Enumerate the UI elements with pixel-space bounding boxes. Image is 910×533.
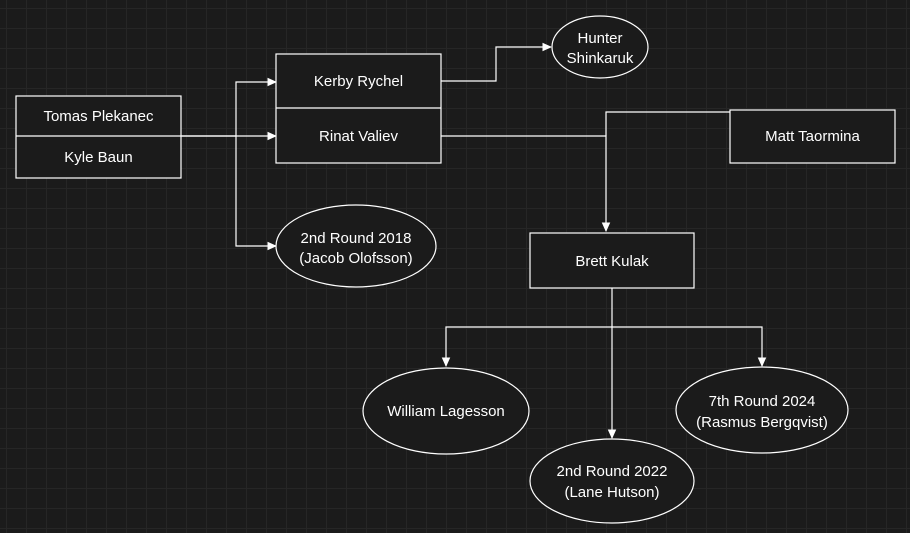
node-brett-kulak-box [529, 232, 695, 289]
node-2nd-round-2022[interactable]: 2nd Round 2022 (Lane Hutson) [529, 438, 695, 524]
node-2nd-round-2018-shape [275, 204, 437, 288]
node-tomas-plekanec: Tomas Plekanec [43, 108, 154, 125]
node-plekanec-baun-box [15, 95, 182, 179]
node-kyle-baun: Kyle Baun [64, 149, 132, 166]
node-2nd-round-2018-line1: 2nd Round 2018 [301, 230, 412, 247]
node-william-lagesson-label: William Lagesson [387, 403, 505, 420]
node-2nd-round-2022-line2: (Lane Hutson) [564, 484, 659, 501]
node-kerby-rychel: Kerby Rychel [314, 73, 403, 90]
node-brett-kulak[interactable]: Brett Kulak [529, 232, 695, 289]
edge-kulak-to-2024-pick [612, 326, 767, 367]
node-matt-taormina-box [729, 109, 896, 164]
node-hunter-shinkaruk-shape [551, 15, 649, 79]
node-7th-round-2024[interactable]: 7th Round 2024 (Rasmus Bergqvist) [675, 366, 849, 454]
node-7th-round-2024-shape [675, 366, 849, 454]
node-rychel-valiev[interactable]: Kerby Rychel Rinat Valiev [275, 53, 442, 164]
node-7th-round-2024-line2: (Rasmus Bergqvist) [696, 414, 828, 431]
edge-rychel-to-shinkaruk [441, 42, 552, 82]
node-rinat-valiev: Rinat Valiev [319, 128, 398, 145]
node-7th-round-2024-line1: 7th Round 2024 [709, 393, 816, 410]
node-hunter-shinkaruk-line1: Hunter [577, 30, 622, 47]
node-brett-kulak-label: Brett Kulak [575, 253, 649, 270]
node-hunter-shinkaruk-line2: Shinkaruk [567, 50, 634, 67]
node-william-lagesson-shape [362, 367, 530, 455]
node-2nd-round-2018[interactable]: 2nd Round 2018 (Jacob Olofsson) [275, 204, 437, 288]
edge-valiev-to-kulak [441, 135, 611, 232]
edge-taormina-to-kulak [605, 111, 730, 136]
edge-plekanec-to-rychel [181, 77, 277, 137]
node-2nd-round-2022-shape [529, 438, 695, 524]
edges [181, 42, 767, 439]
node-plekanec-baun[interactable]: Tomas Plekanec Kyle Baun [15, 95, 182, 179]
node-2nd-round-2018-line2: (Jacob Olofsson) [299, 250, 412, 267]
node-matt-taormina-label: Matt Taormina [765, 128, 860, 145]
node-hunter-shinkaruk[interactable]: Hunter Shinkaruk [551, 15, 649, 79]
edge-kulak-to-lagesson [441, 326, 612, 367]
node-matt-taormina[interactable]: Matt Taormina [729, 109, 896, 164]
node-2nd-round-2022-line1: 2nd Round 2022 [557, 463, 668, 480]
edge-plekanec-to-2018-pick [235, 136, 277, 251]
node-william-lagesson[interactable]: William Lagesson [362, 367, 530, 455]
